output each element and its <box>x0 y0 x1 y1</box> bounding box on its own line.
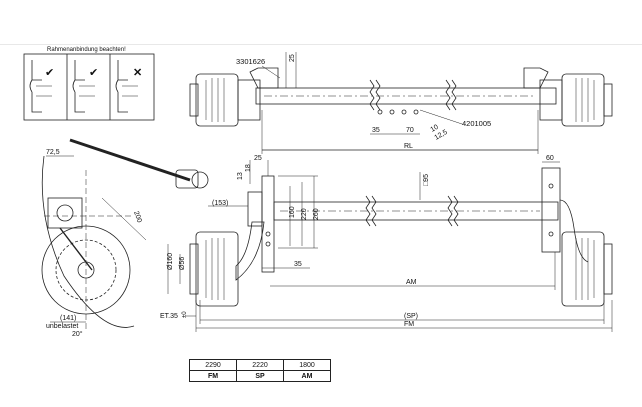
dim-10: 10 <box>430 124 440 134</box>
dim-153: (153) <box>212 200 228 207</box>
dim-dia-56: Ø56 <box>179 257 186 270</box>
dim-220: 220 <box>301 208 308 220</box>
table-cell-sp-value: 2220 <box>236 359 284 371</box>
dim-200: 200 <box>132 210 143 223</box>
dim-25-top: 25 <box>289 54 296 62</box>
dim-35: 35 <box>372 127 380 134</box>
dim-70: 70 <box>406 127 414 134</box>
dim-141: (141) <box>60 315 76 322</box>
frame-cross: ✕ <box>133 67 142 79</box>
frame-note-box <box>23 53 155 121</box>
label-unbelastet: unbelastet <box>46 323 78 330</box>
table-cell-am-value: 1800 <box>283 359 331 371</box>
dim-60: 60 <box>546 155 554 162</box>
frame-check-2: ✔ <box>89 67 98 79</box>
dim-pm: ±0 <box>182 311 188 318</box>
table-cell-fm-key: FM <box>189 370 237 382</box>
dim-SP: (SP) <box>404 313 418 320</box>
dim-160: 160 <box>289 206 296 218</box>
table-row: 2290 2220 1800 <box>189 359 331 371</box>
dim-25-mid: 25 <box>254 155 262 162</box>
angle-20: 20° <box>72 330 83 338</box>
table-cell-fm-value: 2290 <box>189 359 237 371</box>
side-view <box>41 138 209 330</box>
dim-dia-160: Ø160 <box>167 253 174 270</box>
part-number-right: 4201005 <box>462 119 491 128</box>
dim-ET35: ET.35 <box>160 313 178 320</box>
dim-72-5: 72,5 <box>46 149 60 156</box>
table-cell-am-key: AM <box>283 370 331 382</box>
dim-RL: RL <box>404 143 413 150</box>
dim-95: □95 <box>423 174 430 186</box>
dim-260: 260 <box>313 208 320 220</box>
table-cell-sp-key: SP <box>236 370 284 382</box>
part-number-top: 3301626 <box>236 57 265 66</box>
dim-AM: AM <box>406 279 417 286</box>
top-axle-view <box>189 52 613 154</box>
top-divider <box>0 44 642 45</box>
frame-note-title: Rahmenanbindung beachten! <box>47 47 126 53</box>
dim-13: 13 <box>237 172 244 180</box>
dimension-table: 2290 2220 1800 FM SP AM <box>189 359 331 382</box>
dim-35-lower: 35 <box>294 261 302 268</box>
lower-axle-view <box>167 160 613 332</box>
dim-FM: FM <box>404 321 414 328</box>
dim-18: 18 <box>245 164 252 172</box>
frame-check-1: ✔ <box>45 67 54 79</box>
table-row: FM SP AM <box>189 370 331 382</box>
